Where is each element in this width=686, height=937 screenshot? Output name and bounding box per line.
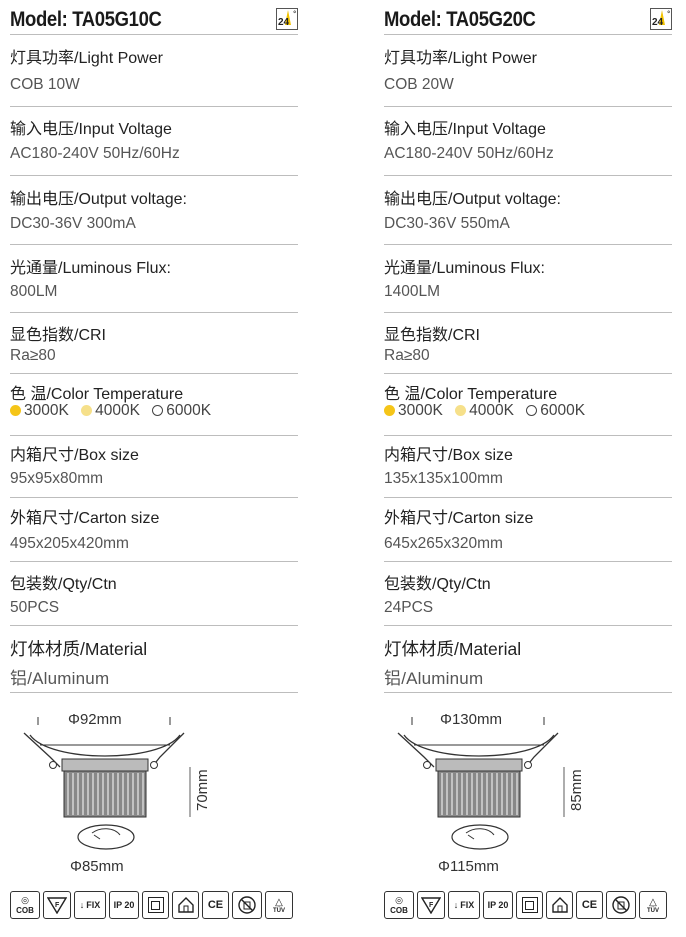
product-column-left: Model: TA05G10C 24 ° 灯具功率/Light Power CO… — [10, 0, 298, 898]
ip20-icon: IP 20 — [483, 891, 513, 919]
ce-icon: CE — [202, 891, 229, 919]
cool-dot-icon — [526, 405, 538, 416]
warm-dot-icon — [10, 405, 21, 416]
spec-luminous-flux: 光通量/Luminous Flux: 800LM — [10, 245, 298, 313]
model-title: Model: TA05G10C — [10, 8, 162, 31]
class-ii-icon — [516, 891, 543, 919]
spec-qty: 包装数/Qty/Ctn 24PCS — [384, 562, 672, 626]
dim-diameter: Φ92mm — [68, 711, 122, 728]
spec-color-temperature: 色 温/Color Temperature 3000K 4000K 6000K — [10, 374, 298, 436]
ce-icon: CE — [576, 891, 603, 919]
cct-options: 3000K 4000K 6000K — [384, 402, 593, 420]
spec-power: 灯具功率/Light Power COB 10W — [10, 35, 298, 107]
cob-icon: ◎COB — [10, 891, 40, 919]
cool-dot-icon — [152, 405, 164, 416]
no-dispose-icon — [606, 891, 636, 919]
model-title: Model: TA05G20C — [384, 8, 536, 31]
indoor-icon — [546, 891, 573, 919]
spec-qty: 包装数/Qty/Ctn 50PCS — [10, 562, 298, 626]
warm-dot-icon — [384, 405, 395, 416]
neutral-dot-icon — [81, 405, 93, 416]
cert-icons-left: ◎COB F ↓FIX IP 20 CE △TÜV — [10, 891, 293, 921]
spec-input-voltage: 输入电压/Input Voltage AC180-240V 50Hz/60Hz — [10, 107, 298, 176]
indoor-icon — [172, 891, 199, 919]
cert-icons-right: ◎COB F ↓FIX IP 20 CE △TÜV — [384, 891, 667, 921]
dim-diameter: Φ130mm — [440, 711, 502, 728]
spec-box-size: 内箱尺寸/Box size 95x95x80mm — [10, 436, 298, 498]
beam-angle-icon: 24 ° — [650, 8, 672, 30]
dim-height: 85mm — [568, 769, 585, 811]
dim-cutout: Φ115mm — [438, 858, 499, 875]
fix-icon: ↓FIX — [74, 891, 106, 919]
product-column-right: Model: TA05G20C 24 ° 灯具功率/Light Power CO… — [384, 0, 672, 898]
cct-options: 3000K 4000K 6000K — [10, 402, 219, 420]
dim-height: 70mm — [194, 769, 211, 811]
ip20-icon: IP 20 — [109, 891, 139, 919]
cob-icon: ◎COB — [384, 891, 414, 919]
spec-cri: 显色指数/CRI Ra≥80 — [10, 313, 298, 374]
f-mark-icon: F — [417, 891, 445, 919]
downlight-drawing — [23, 717, 191, 850]
neutral-dot-icon — [455, 405, 467, 416]
spec-box-size: 内箱尺寸/Box size 135x135x100mm — [384, 436, 672, 498]
f-mark-icon: F — [43, 891, 71, 919]
model-header: Model: TA05G10C 24 ° — [10, 0, 298, 36]
spec-cri: 显色指数/CRI Ra≥80 — [384, 313, 672, 374]
svg-text:F: F — [429, 902, 434, 909]
fix-icon: ↓FIX — [448, 891, 480, 919]
spec-luminous-flux: 光通量/Luminous Flux: 1400LM — [384, 245, 672, 313]
svg-text:F: F — [55, 902, 60, 909]
dim-cutout: Φ85mm — [70, 858, 124, 875]
dimension-drawing: Φ92mm 70mm Φ85mm — [10, 693, 298, 898]
spec-power: 灯具功率/Light Power COB 20W — [384, 35, 672, 107]
spec-material: 灯体材质/Material 铝/Aluminum — [10, 626, 298, 693]
spec-output-voltage: 输出电压/Output voltage: DC30-36V 550mA — [384, 176, 672, 245]
no-dispose-icon — [232, 891, 262, 919]
beam-angle-icon: 24 ° — [276, 8, 298, 30]
spec-carton-size: 外箱尺寸/Carton size 645x265x320mm — [384, 498, 672, 562]
class-ii-icon — [142, 891, 169, 919]
model-header: Model: TA05G20C 24 ° — [384, 0, 672, 36]
downlight-drawing — [397, 717, 565, 850]
spec-output-voltage: 输出电压/Output voltage: DC30-36V 300mA — [10, 176, 298, 245]
tuv-icon: △TÜV — [265, 891, 293, 919]
dimension-drawing: Φ130mm 85mm Φ115mm — [384, 693, 672, 898]
spec-color-temperature: 色 温/Color Temperature 3000K 4000K 6000K — [384, 374, 672, 436]
spec-carton-size: 外箱尺寸/Carton size 495x205x420mm — [10, 498, 298, 562]
tuv-icon: △TÜV — [639, 891, 667, 919]
spec-material: 灯体材质/Material 铝/Aluminum — [384, 626, 672, 693]
spec-input-voltage: 输入电压/Input Voltage AC180-240V 50Hz/60Hz — [384, 107, 672, 176]
